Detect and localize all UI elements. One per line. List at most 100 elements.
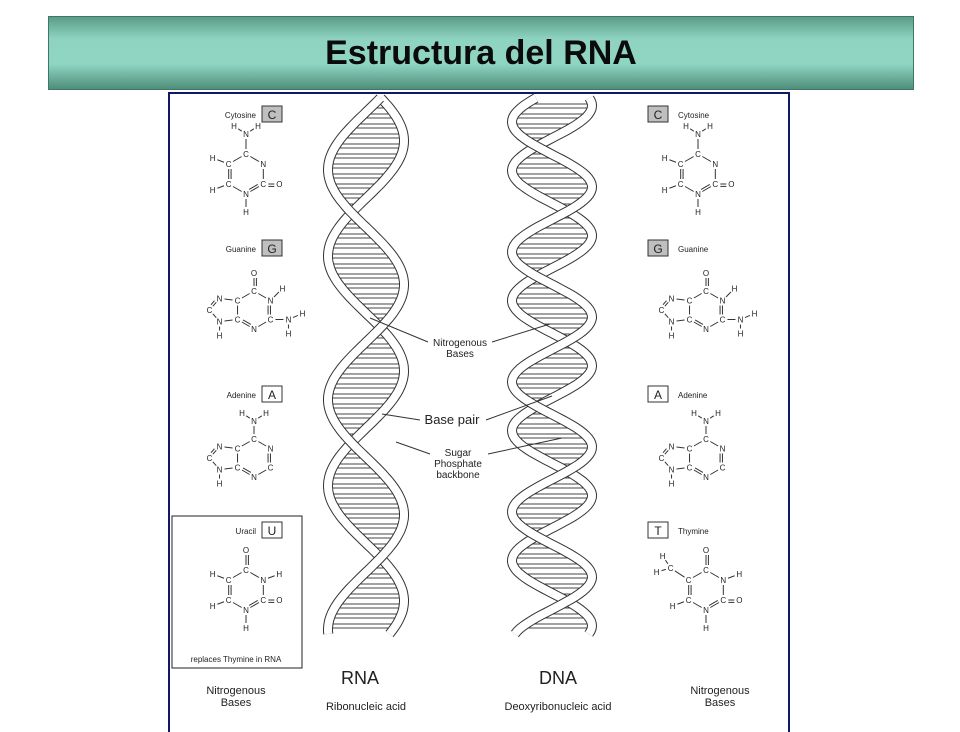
base-letter-box bbox=[261, 385, 283, 403]
atom-C: C bbox=[687, 316, 693, 325]
atom-H: H bbox=[715, 409, 721, 418]
base-rung bbox=[330, 613, 402, 619]
atom-H: H bbox=[736, 570, 742, 579]
atom-N: N bbox=[243, 130, 249, 139]
base-rung bbox=[342, 363, 405, 369]
atom-N: N bbox=[695, 190, 701, 199]
atom-N: N bbox=[703, 473, 709, 482]
atom-C: C bbox=[251, 287, 257, 296]
base-letter-box bbox=[647, 385, 669, 403]
base-name-guanine: Guanine bbox=[226, 245, 257, 254]
base-rung bbox=[327, 253, 394, 259]
atom-C: C bbox=[243, 150, 249, 159]
atom-N: N bbox=[286, 316, 292, 325]
atom-N: N bbox=[251, 473, 257, 482]
backbone-strand-1 bbox=[507, 96, 597, 637]
atom-C: C bbox=[720, 596, 726, 605]
atom-H: H bbox=[286, 330, 292, 339]
atom-N: N bbox=[260, 576, 266, 585]
atom-N: N bbox=[720, 445, 726, 454]
atom-C: C bbox=[235, 297, 241, 306]
atom-H: H bbox=[210, 570, 216, 579]
atom-C: C bbox=[712, 180, 718, 189]
atom-O: O bbox=[736, 596, 742, 605]
base-rung bbox=[328, 173, 389, 179]
atom-C: C bbox=[686, 596, 692, 605]
base-name-adenine: Adenine bbox=[678, 391, 708, 400]
atom-C: C bbox=[251, 435, 257, 444]
base-rung bbox=[327, 163, 396, 169]
atom-H: H bbox=[239, 409, 245, 418]
base-rung bbox=[335, 603, 405, 609]
title-bar: Estructura del RNA bbox=[48, 16, 914, 90]
base-rung bbox=[328, 473, 386, 479]
backbone-strand-2 bbox=[323, 95, 408, 635]
base-letter-U: U bbox=[268, 524, 277, 538]
base-name-uracil: Uracil bbox=[236, 527, 257, 536]
base-letter-C: C bbox=[654, 108, 663, 122]
atom-C: C bbox=[678, 160, 684, 169]
atom-H: H bbox=[662, 186, 668, 195]
atom-C: C bbox=[226, 180, 232, 189]
atom-C: C bbox=[260, 180, 266, 189]
atom-C: C bbox=[235, 445, 241, 454]
atom-N: N bbox=[217, 466, 223, 475]
base-rung bbox=[339, 283, 405, 289]
base-rung bbox=[513, 113, 588, 119]
atom-H: H bbox=[695, 208, 701, 217]
atom-H: H bbox=[263, 409, 269, 418]
base-rung bbox=[328, 403, 389, 409]
atom-H: H bbox=[752, 310, 758, 319]
base-rung bbox=[342, 593, 405, 599]
base-pair-callout: Base pair bbox=[425, 412, 481, 427]
atom-H: H bbox=[683, 122, 689, 131]
base-letter-box bbox=[647, 105, 669, 123]
backbone-strand-2 bbox=[507, 94, 597, 637]
atom-H: H bbox=[300, 310, 306, 319]
rna-caption: Ribonucleic acid bbox=[326, 701, 406, 713]
base-rung bbox=[330, 383, 402, 389]
rna-helix: RNA Ribonucleic acid bbox=[322, 94, 410, 713]
base-rung bbox=[327, 483, 394, 489]
atom-N: N bbox=[669, 443, 675, 452]
atom-C: C bbox=[720, 316, 726, 325]
base-letter-box bbox=[647, 521, 669, 539]
atom-N: N bbox=[669, 318, 675, 327]
atom-C: C bbox=[720, 464, 726, 473]
slide-title: Estructura del RNA bbox=[325, 33, 637, 72]
dna-caption: Deoxyribonucleic acid bbox=[505, 701, 612, 713]
atom-N: N bbox=[703, 606, 709, 615]
base-rung bbox=[512, 433, 588, 439]
atom-C: C bbox=[268, 464, 274, 473]
atom-N: N bbox=[268, 445, 274, 454]
atom-C: C bbox=[678, 180, 684, 189]
base-letter-box bbox=[261, 521, 283, 539]
atom-N: N bbox=[703, 325, 709, 334]
atom-O: O bbox=[728, 180, 734, 189]
atom-N: N bbox=[243, 190, 249, 199]
base-rung bbox=[335, 143, 405, 149]
base-rung bbox=[342, 133, 405, 139]
atom-H: H bbox=[276, 570, 282, 579]
base-name-cytosine: Cytosine bbox=[225, 111, 257, 120]
base-letter-G: G bbox=[653, 242, 662, 256]
atom-C: C bbox=[687, 464, 693, 473]
rna-label: RNA bbox=[341, 668, 379, 688]
atom-C: C bbox=[703, 287, 709, 296]
atom-H: H bbox=[703, 624, 709, 633]
base-rung bbox=[513, 373, 588, 379]
base-letter-A: A bbox=[654, 388, 662, 402]
base-name-thymine: Thymine bbox=[678, 527, 709, 536]
base-name-guanine: Guanine bbox=[678, 245, 709, 254]
